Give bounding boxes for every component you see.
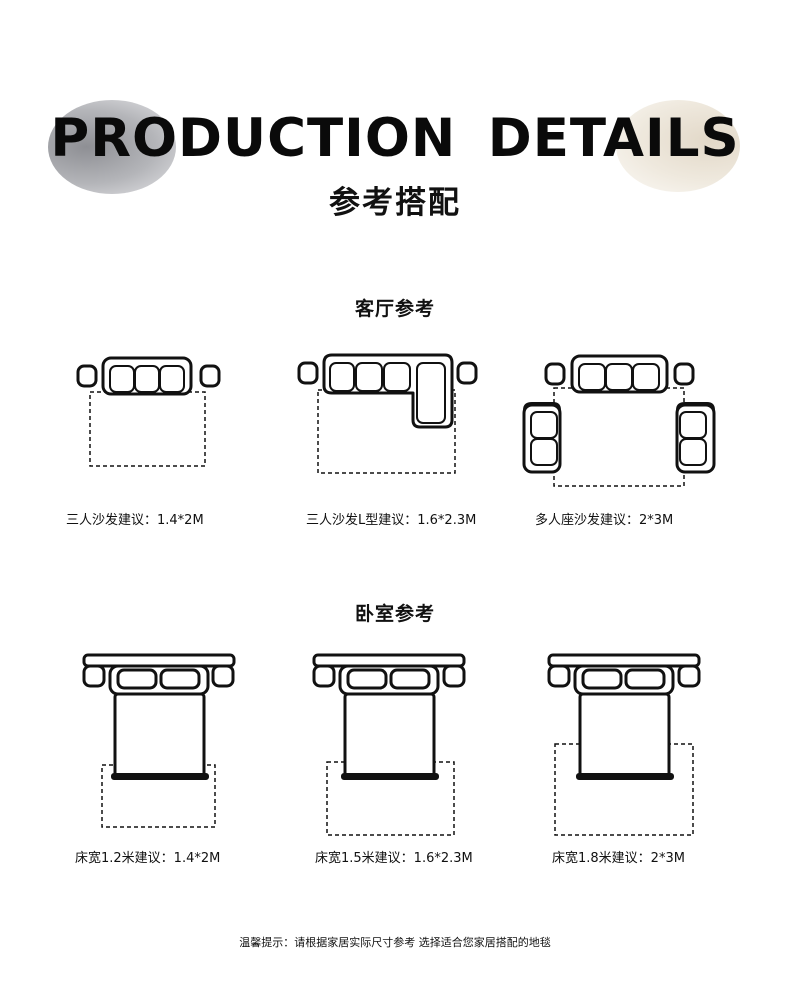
rug-outline (317, 389, 456, 474)
nightstand-left (312, 664, 336, 688)
rug-outline (553, 387, 685, 487)
bed-1-5m-diagram (312, 653, 466, 836)
nightstand-right (677, 664, 701, 688)
mattress (578, 692, 671, 778)
sofa-cushion (383, 362, 411, 392)
pillow (389, 668, 431, 690)
multi-seat-sofa-diagram (522, 354, 716, 487)
sofa-cushion (355, 362, 383, 392)
side-table-left (297, 361, 319, 385)
pillow (581, 668, 623, 690)
pillow (624, 668, 666, 690)
bedroom-section-title: 卧室参考 (354, 603, 435, 625)
side-table-left (544, 362, 566, 386)
bed-footboard (111, 773, 209, 780)
mattress (113, 692, 206, 778)
sofa-body (101, 356, 193, 396)
mattress (343, 692, 436, 778)
sofa-body (570, 354, 669, 394)
bedroom-caption-1: 床宽1.2米建议：1.4*2M (75, 851, 221, 866)
page-subtitle: 参考搭配 (329, 185, 461, 221)
pillow (116, 668, 158, 690)
armchair-cushion (530, 438, 558, 466)
bed-footboard (341, 773, 439, 780)
armchair-cushion (679, 438, 707, 466)
chaise-cushion (416, 362, 446, 424)
living-caption-1: 三人沙发建议：1.4*2M (66, 513, 204, 528)
nightstand-left (82, 664, 106, 688)
sofa-cushion (632, 363, 660, 391)
bed-1-2m-diagram (82, 653, 236, 828)
side-table-right (456, 361, 478, 385)
nightstand-left (547, 664, 571, 688)
side-table-left (76, 364, 98, 388)
three-seat-sofa-diagram (76, 356, 221, 467)
l-shaped-sofa-diagram (297, 353, 478, 474)
bed-1-8m-diagram (547, 653, 701, 836)
decorative-gray-ellipse (48, 100, 176, 194)
bedroom-caption-3: 床宽1.8米建议：2*3M (552, 851, 685, 866)
page-title: PRODUCTION DETAILS (50, 108, 740, 169)
living-caption-2: 三人沙发L型建议：1.6*2.3M (306, 513, 477, 528)
living-room-section-title: 客厅参考 (354, 298, 435, 320)
side-table-right (199, 364, 221, 388)
sofa-cushion (159, 365, 185, 393)
decorative-beige-ellipse (616, 100, 740, 192)
sofa-cushion (329, 362, 355, 392)
living-caption-3: 多人座沙发建议：2*3M (535, 513, 674, 528)
rug-outline (554, 743, 694, 836)
bedroom-caption-2: 床宽1.5米建议：1.6*2.3M (315, 851, 473, 866)
rug-outline (89, 391, 206, 467)
bed-footboard (576, 773, 674, 780)
footer-tip: 温馨提示：请根据家居实际尺寸参考 选择适合您家居搭配的地毯 (239, 936, 551, 949)
side-table-right (673, 362, 695, 386)
pillow (159, 668, 201, 690)
pillow (346, 668, 388, 690)
headboard-shelf (547, 653, 701, 668)
nightstand-right (211, 664, 235, 688)
headboard-shelf (82, 653, 236, 668)
nightstand-right (442, 664, 466, 688)
headboard-shelf (312, 653, 466, 668)
